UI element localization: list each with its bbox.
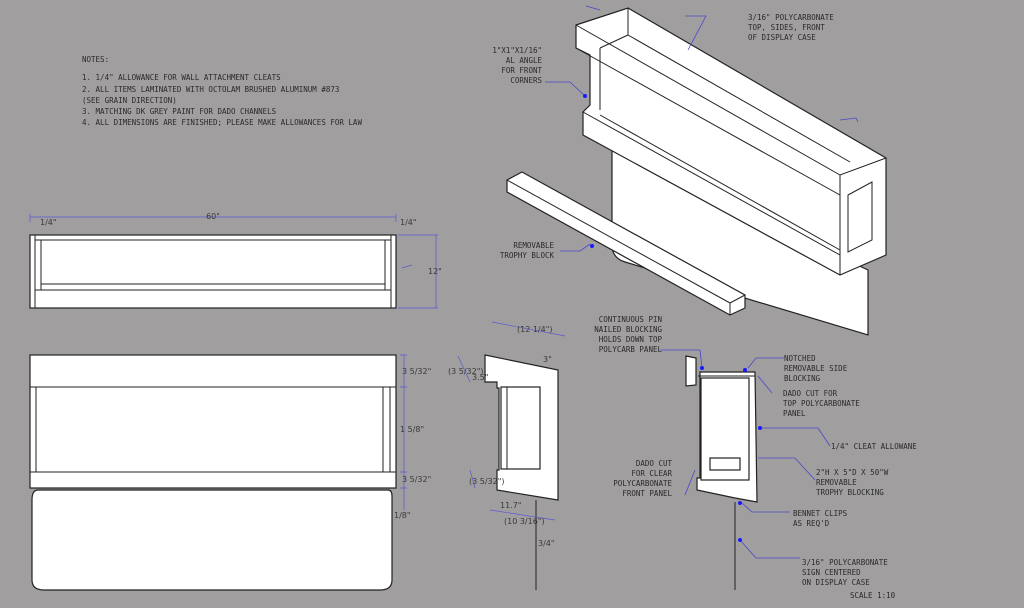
iso-label-trophy-block: TROPHY BLOCK (500, 251, 555, 260)
note-line: 4. ALL DIMENSIONS ARE FINISHED; PLEASE M… (82, 118, 362, 127)
section-a: (12 1/4") 3" (3 5/32") 3.5" (3 5/32") 11… (448, 321, 566, 590)
label-trophy-blocking: 2"H X 5"D X 50"W (816, 468, 889, 477)
dim-top-depth: (12 1/4") (517, 325, 553, 334)
iso-label-polycarbonate: 3/16" POLYCARBONATE (748, 13, 834, 22)
iso-label-trophy-block: REMOVABLE (513, 241, 554, 250)
trophy-blocking (709, 457, 741, 471)
notes-title: NOTES: (82, 55, 109, 64)
label-pin-blocking: CONTINUOUS PIN (599, 315, 662, 324)
dim-width: 60" (206, 212, 220, 221)
label-sign: SIGN CENTERED (802, 568, 861, 577)
note-line: 2. ALL ITEMS LAMINATED WITH OCTOLAM BRUS… (82, 85, 339, 94)
dim-height: 12" (428, 267, 442, 276)
scale-label: SCALE 1:10 (850, 591, 896, 600)
label-dado-top: DADO CUT FOR (783, 389, 838, 398)
label-side-blocking: BLOCKING (784, 374, 821, 383)
iso-label-polycarbonate: OF DISPLAY CASE (748, 33, 816, 42)
top-case-outline (29, 354, 397, 489)
notes-block: NOTES: 1. 1/4" ALLOWANCE FOR WALL ATTACH… (82, 55, 362, 127)
label-dado-top: PANEL (783, 409, 806, 418)
label-side-blocking: NOTCHED (784, 354, 816, 363)
iso-label-al-angle: 1"X1"X1/16" (492, 46, 542, 55)
label-pin-blocking: NAILED BLOCKING (594, 325, 662, 334)
iso-label-al-angle: CORNERS (510, 76, 542, 85)
dim-right-end: 1/4" (400, 218, 417, 227)
label-bennet-clips: BENNET CLIPS (793, 509, 848, 518)
label-trophy-blocking: TROPHY BLOCKING (816, 488, 884, 497)
dim-lip: 1/8" (394, 511, 411, 520)
label-pin-blocking: HOLDS DOWN TOP (599, 335, 663, 344)
label-sign: ON DISPLAY CASE (802, 578, 870, 587)
label-sign: 3/16" POLYCARBONATE (802, 558, 888, 567)
isometric-view: 3/16" POLYCARBONATE TOP, SIDES, FRONT OF… (492, 5, 887, 336)
label-dado-front: FOR CLEAR (631, 469, 672, 478)
label-side-blocking: REMOVABLE SIDE (784, 364, 848, 373)
label-dado-top: TOP POLYCARBONATE (783, 399, 860, 408)
front-case-outline (29, 234, 397, 309)
dim-middle: 1 5/8" (400, 425, 424, 434)
label-dado-front: DADO CUT (636, 459, 673, 468)
pin-blocking (685, 355, 697, 387)
section-b: CONTINUOUS PIN NAILED BLOCKING HOLDS DOW… (594, 315, 917, 600)
dim-bottom-depth: (10 3/16") (504, 517, 545, 526)
front-elevation: 60" 1/4" 1/4" 12" (29, 212, 442, 309)
dim-bottom: 3 5/32" (402, 475, 431, 484)
label-pin-blocking: POLYCARB PANEL (599, 345, 663, 354)
label-dado-front: FRONT PANEL (622, 489, 672, 498)
dim-top-lip: 3" (543, 355, 552, 364)
label-cleat: 1/4" CLEAT ALLOWANE (831, 442, 917, 451)
note-line: 1. 1/4" ALLOWANCE FOR WALL ATTACHMENT CL… (82, 73, 281, 82)
dim-upper-left: (3 5/32") (448, 367, 484, 376)
dim-left-end: 1/4" (40, 218, 57, 227)
dim-lower-left: (3 5/32") (469, 477, 505, 486)
label-trophy-blocking: REMOVABLE (816, 478, 857, 487)
iso-label-al-angle: FOR FRONT (501, 66, 542, 75)
iso-trophy-block (506, 171, 746, 316)
dim-sign: 3/4" (538, 539, 555, 548)
iso-label-al-angle: AL ANGLE (506, 56, 543, 65)
iso-label-polycarbonate: TOP, SIDES, FRONT (748, 23, 825, 32)
dim-bottom-inner: 11.7" (500, 501, 522, 510)
note-line: 3. MATCHING DK GREY PAINT FOR DADO CHANN… (82, 107, 277, 116)
label-bennet-clips: AS REQ'D (793, 519, 830, 528)
dim-top: 3 5/32" (402, 367, 431, 376)
label-dado-front: POLYCARBONATE (613, 479, 672, 488)
dim-upper-inner: 3.5" (472, 373, 488, 382)
top-view: 3 5/32" 1 5/8" 3 5/32" 1/8" (29, 354, 431, 591)
top-sign-panel (31, 489, 393, 591)
note-line: (SEE GRAIN DIRECTION) (82, 96, 177, 105)
